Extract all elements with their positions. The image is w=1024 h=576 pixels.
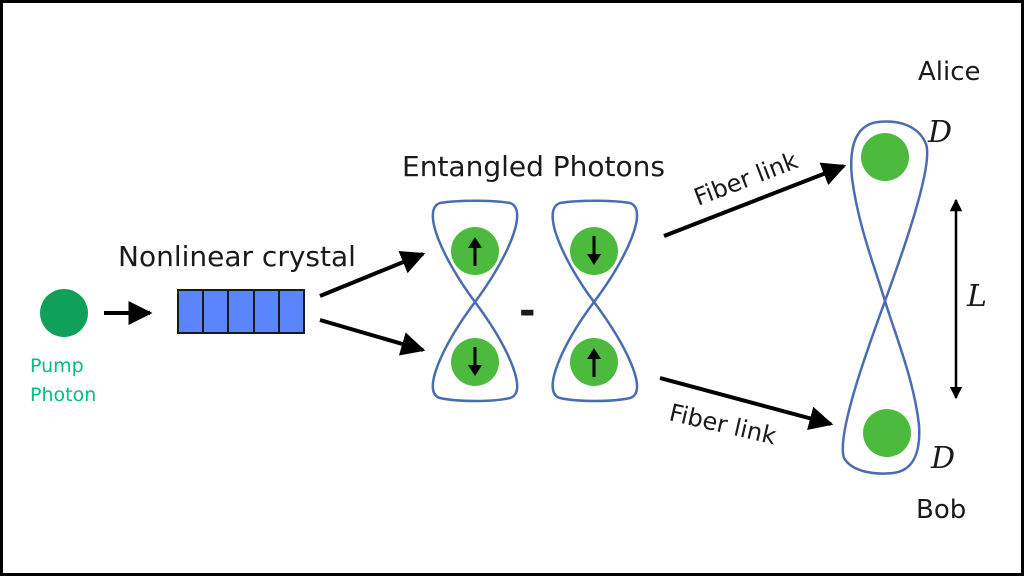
bob-photon: [863, 409, 911, 457]
distance-label: L: [966, 279, 987, 314]
bob-detector-label: D: [930, 441, 955, 476]
minus-sign: -: [519, 288, 536, 334]
arrow-up-icon: [587, 348, 601, 377]
arrow-up-icon: [468, 237, 482, 266]
pair-1-loop: [431, 199, 519, 403]
pump-label-line2: Photon: [30, 384, 96, 406]
alice-bob-loop: [841, 120, 929, 475]
arrow-down-icon: [587, 236, 601, 265]
alice-detector-label: D: [927, 115, 952, 150]
crystal-label: Nonlinear crystal: [118, 240, 356, 273]
crystal-arrow-down: [319, 318, 426, 356]
entangled-pair-1: [431, 199, 519, 403]
fiber-link-bottom-arrow: [659, 376, 834, 430]
alice-photon: [861, 133, 909, 181]
entangled-pair-2: [551, 199, 639, 403]
crystal-arrow-up: [319, 251, 426, 298]
alice-label: Alice: [918, 57, 981, 87]
entangled-label: Entangled Photons: [402, 150, 665, 183]
fiber-link-top-arrow: [663, 162, 847, 238]
arrow-down-icon: [468, 347, 482, 376]
pump-label-line1: Pump: [30, 355, 84, 377]
bob-label: Bob: [916, 495, 966, 525]
nonlinear-crystal: [177, 289, 305, 334]
pump-photon: [40, 289, 88, 337]
fiber-link-top-label: Fiber link: [690, 146, 802, 211]
pair-2-loop: [551, 199, 639, 403]
